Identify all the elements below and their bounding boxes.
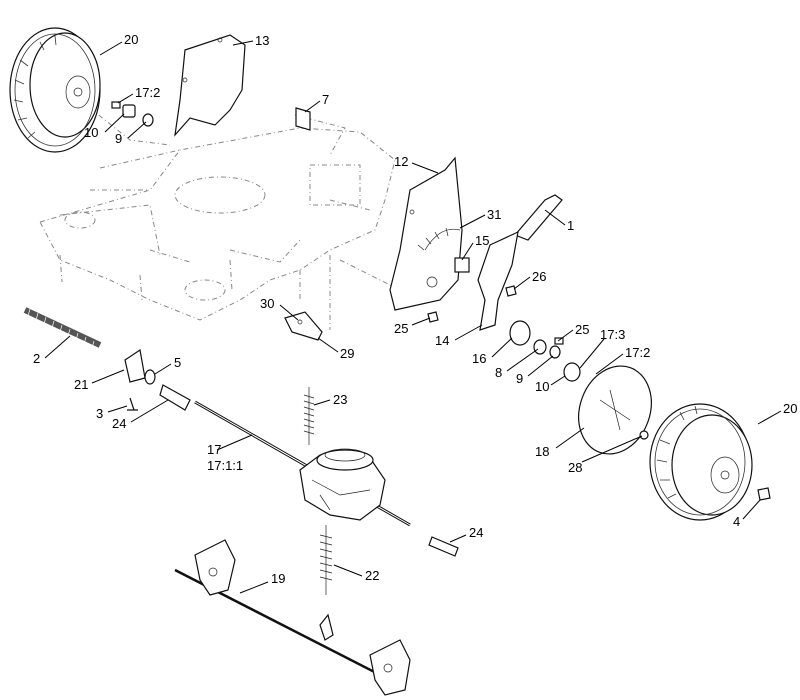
callout-25-left: 25	[394, 321, 408, 336]
callout-10-top: 10	[84, 125, 98, 140]
spring-22	[319, 525, 333, 595]
callout-17-2-top: 17:2	[135, 85, 160, 100]
bracket-13	[174, 34, 246, 137]
callout-13: 13	[255, 33, 269, 48]
callout-20-top: 20	[124, 32, 138, 47]
rear-wheel-top-left	[9, 27, 101, 153]
callout-9-right: 9	[516, 371, 523, 386]
transmission	[299, 448, 386, 521]
callout-12: 12	[394, 154, 408, 169]
callout-17-3: 17:3	[600, 327, 625, 342]
hardware-lever	[427, 285, 517, 323]
spring-23	[303, 387, 315, 445]
callout-2: 2	[33, 351, 40, 366]
callout-24-right: 24	[469, 525, 483, 540]
callout-3: 3	[96, 406, 103, 421]
callout-17-2-right: 17:2	[625, 345, 650, 360]
callout-28: 28	[568, 460, 582, 475]
callout-29: 29	[340, 346, 354, 361]
callout-8: 8	[495, 365, 502, 380]
collar-24-right	[428, 536, 459, 557]
axle-hardware-stack	[509, 320, 581, 382]
callout-7: 7	[322, 92, 329, 107]
callout-18: 18	[535, 444, 549, 459]
callout-31: 31	[487, 207, 501, 222]
callout-19: 19	[271, 571, 285, 586]
callout-5: 5	[174, 355, 181, 370]
callout-24-left: 24	[112, 416, 126, 431]
callout-labels: 20 13 17:2 10 9 7 12 1 31 15 26 30 29 25…	[33, 32, 797, 586]
bracket-21-assembly	[124, 348, 191, 411]
height-lever-1	[454, 194, 563, 331]
callout-21: 21	[74, 377, 88, 392]
pivot-bar-19	[174, 539, 411, 696]
callout-17: 17	[207, 442, 221, 457]
callout-23: 23	[333, 392, 347, 407]
hardware-top-wheel	[111, 101, 154, 127]
callout-30: 30	[260, 296, 274, 311]
tab-7	[295, 107, 311, 131]
callout-9-top: 9	[115, 131, 122, 146]
callout-20-right: 20	[783, 401, 797, 416]
callout-1: 1	[567, 218, 574, 233]
callout-14: 14	[435, 333, 449, 348]
callout-26: 26	[532, 269, 546, 284]
callout-17-1-1: 17:1:1	[207, 458, 243, 473]
hub-cap-18	[578, 365, 652, 455]
callout-15: 15	[475, 233, 489, 248]
callout-22: 22	[365, 568, 379, 583]
height-adjust-plate-12	[389, 156, 463, 311]
callout-4: 4	[733, 514, 740, 529]
front-wheel-right	[649, 403, 771, 521]
callout-16: 16	[472, 351, 486, 366]
threaded-rod-2	[23, 307, 102, 349]
leader-lines	[44, 40, 782, 594]
callout-10-right: 10	[535, 379, 549, 394]
bracket-29	[284, 311, 323, 341]
callout-25-right: 25	[575, 322, 589, 337]
